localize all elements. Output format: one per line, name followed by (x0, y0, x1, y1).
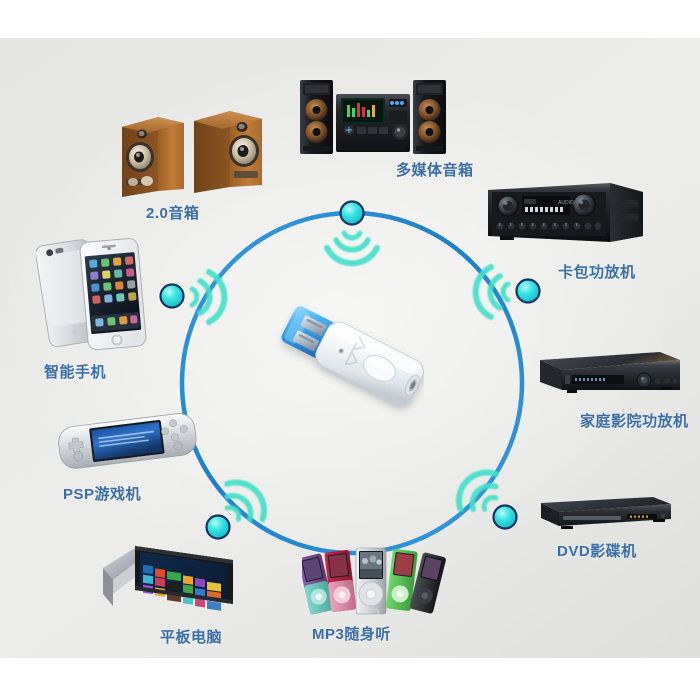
device-dvd-player[interactable] (535, 495, 675, 537)
speaker-left (122, 117, 184, 197)
signal-waves-down (324, 230, 380, 267)
bluetooth-icon (344, 335, 366, 366)
mp3-unit-3-center (355, 547, 387, 616)
signal-waves-right (189, 269, 228, 325)
signal-waves-up-left (456, 469, 499, 513)
center-amplifier-unit (336, 94, 410, 152)
phone-front-view[interactable] (79, 238, 147, 351)
signal-waves-left (472, 264, 511, 320)
label-psp-game-console: PSP游戏机 (63, 486, 142, 503)
label-tablet-pc: 平板电脑 (160, 629, 223, 646)
speaker-right (194, 111, 262, 193)
node-smartphone[interactable] (159, 269, 228, 325)
label-speakers-2-0: 2.0音箱 (146, 205, 200, 222)
mp3-unit-4 (386, 549, 418, 611)
device-tablet-pc[interactable] (95, 528, 245, 620)
dongle-body (315, 321, 424, 405)
mp3-unit-2 (324, 549, 356, 612)
device-karaoke-amplifier[interactable]: AUDIO (488, 178, 648, 250)
node-tablet-pc[interactable] (205, 473, 274, 540)
node-multimedia-speaker[interactable] (324, 200, 380, 267)
device-psp-game-console[interactable] (55, 410, 200, 472)
device-multimedia-speaker-system[interactable] (297, 72, 449, 157)
device-smartphone[interactable] (35, 232, 154, 360)
label-mp3-player: MP3随身听 (312, 626, 391, 643)
device-home-theater-amplifier[interactable] (532, 350, 684, 400)
node-karaoke-amplifier[interactable] (472, 264, 541, 320)
svg-text:AUDIO: AUDIO (558, 200, 574, 206)
label-dvd-player: DVD影碟机 (557, 543, 637, 560)
signal-waves-up-right (224, 479, 267, 523)
mp3-unit-1 (298, 553, 334, 615)
home-screen-icons (89, 256, 140, 332)
node-dvd-player[interactable] (450, 463, 518, 530)
device-mp3-players[interactable] (298, 545, 450, 617)
speaker-tower-right (413, 80, 446, 154)
label-karaoke-amplifier: 卡包功放机 (558, 264, 636, 281)
label-home-theater-amplifier: 家庭影院功放机 (580, 413, 689, 430)
start-screen-tiles (143, 564, 221, 611)
label-smartphone: 智能手机 (44, 364, 107, 381)
mp3-unit-5 (409, 552, 446, 614)
label-multimedia-speaker: 多媒体音箱 (396, 162, 474, 179)
speaker-tower-left (300, 80, 333, 154)
device-speakers-2-0[interactable] (118, 105, 283, 200)
usb-bluetooth-receiver[interactable] (276, 300, 424, 420)
